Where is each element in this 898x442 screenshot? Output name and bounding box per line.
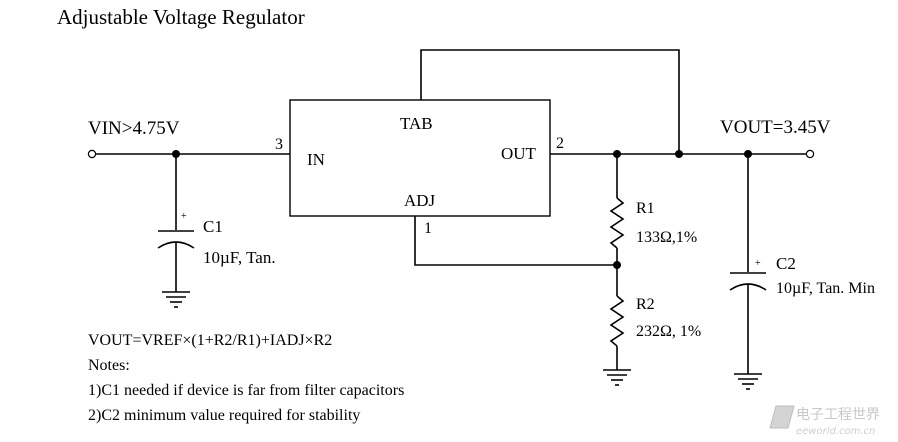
c1-name: C1 (203, 217, 223, 236)
c2-name: C2 (776, 254, 796, 273)
r2-resistor-icon (609, 295, 625, 347)
tab-wire (420, 49, 680, 154)
r1-name: R1 (636, 200, 655, 217)
r2-value: 232Ω, 1% (636, 323, 701, 340)
regulator-block (289, 99, 551, 217)
pin-number-out: 2 (556, 135, 564, 152)
watermark-logo: 电子工程世界 eeworld.com.cn (769, 405, 880, 437)
r1-value: 133Ω,1% (636, 229, 697, 246)
pin-label-adj: ADJ (404, 191, 436, 210)
adj-junction (613, 261, 621, 269)
watermark-icon (769, 405, 795, 429)
c1-polarity-mark: + (181, 211, 187, 222)
pin-label-tab: TAB (400, 114, 433, 133)
adj-wire (414, 216, 617, 266)
vout-terminal (805, 149, 815, 159)
c1-value: 10µF, Tan. (203, 248, 276, 267)
pin-number-in: 3 (275, 136, 283, 153)
r2-ground-icon (603, 369, 631, 386)
vin-label: VIN>4.75V (88, 118, 180, 139)
c2-value: 10µF, Tan. Min (776, 280, 875, 297)
notes-heading: Notes: (88, 357, 130, 374)
note-item: 1)C1 needed if device is far from filter… (88, 382, 404, 399)
r2-name: R2 (636, 296, 655, 313)
pin-label-out: OUT (501, 144, 537, 163)
c1-ground-icon (162, 291, 190, 308)
c2-polarity-mark: + (755, 258, 761, 269)
watermark-cn: 电子工程世界 (796, 407, 880, 423)
formula-text: VOUT=VREF×(1+R2/R1)+IADJ×R2 (88, 332, 332, 349)
r1-resistor-icon (609, 197, 625, 249)
watermark-en: eeworld.com.cn (796, 426, 875, 437)
pin-label-in: IN (307, 150, 325, 169)
diagram-title: Adjustable Voltage Regulator (57, 5, 305, 29)
c2-ground-icon (734, 373, 762, 390)
pin-number-adj: 1 (424, 220, 432, 237)
vin-terminal (87, 149, 97, 159)
vout-label: VOUT=3.45V (720, 117, 831, 138)
note-item: 2)C2 minimum value required for stabilit… (88, 407, 360, 424)
